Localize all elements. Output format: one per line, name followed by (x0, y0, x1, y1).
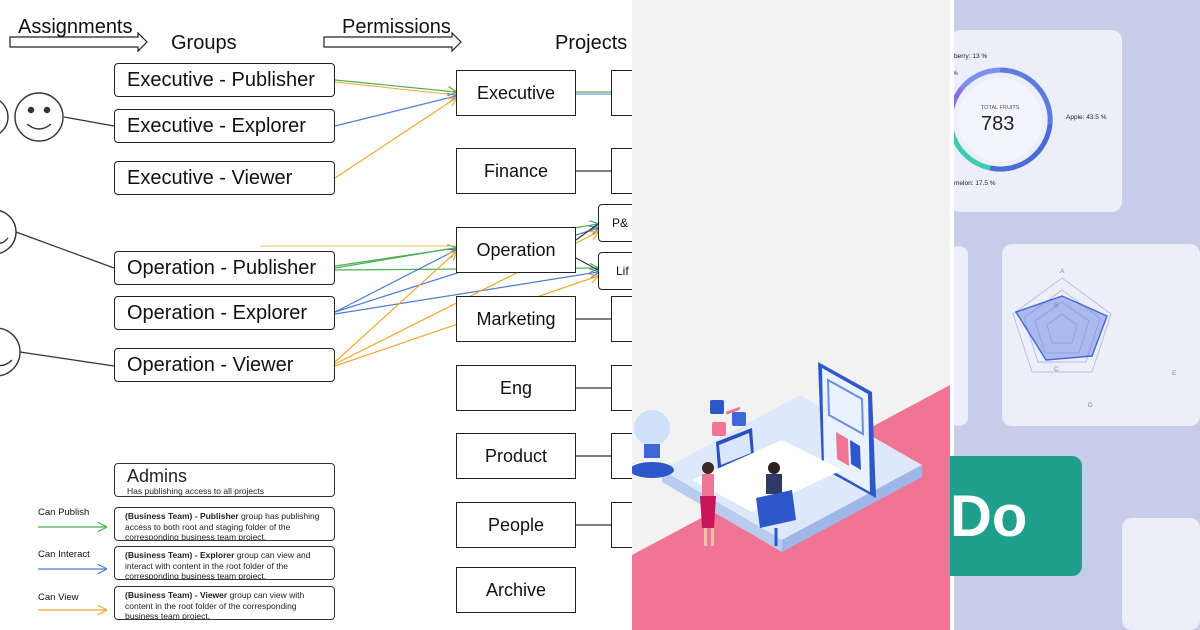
radar-axis-label: A (1060, 268, 1065, 275)
explorer-description: (Business Team) - Explorer group can vie… (114, 546, 335, 580)
groups-header: Groups (171, 32, 237, 54)
left-card (950, 246, 968, 426)
radar-axis-label: C (1054, 366, 1059, 373)
donut-center-label: TOTAL FRUITS (981, 105, 1020, 111)
phone-icon (818, 362, 876, 498)
publisher-description: (Business Team) - Publisher group has pu… (114, 507, 335, 541)
bottom-card (1122, 518, 1200, 630)
project-box: Operation (456, 227, 576, 273)
project-box: Archive (456, 567, 576, 613)
assignments-header: Assignments (18, 16, 133, 38)
group-box: Operation - Viewer (114, 348, 335, 382)
group-box: Executive - Publisher (114, 63, 335, 97)
project-box: Product (456, 433, 576, 479)
donut-label: melon: 17.5 % (954, 180, 996, 187)
legend-interact: Can Interact (38, 549, 90, 560)
permissions-header: Permissions (342, 16, 451, 38)
donut-center-value: 783 (981, 113, 1015, 135)
permissions-arrow (323, 31, 462, 53)
group-box: Operation - Publisher (114, 251, 335, 285)
lightbulb-icon (632, 410, 674, 478)
project-box: Executive (456, 70, 576, 116)
donut-label: % (952, 70, 958, 77)
radar-axis-label: B (1054, 302, 1059, 309)
radar-axis-label: E (1172, 370, 1177, 377)
user-face-icon (0, 327, 21, 377)
user-face-icon (0, 100, 9, 134)
donut-label: berry: 13 % (954, 53, 988, 60)
group-box: Operation - Explorer (114, 296, 335, 330)
user-face-icon (0, 210, 17, 254)
workspace-illustration (632, 362, 950, 630)
projects-header: Projects (555, 32, 628, 54)
subproject-box (611, 433, 632, 479)
user-face-icon (14, 92, 64, 142)
radar-axis-label: D (1088, 402, 1093, 409)
subproject-box: P& (598, 204, 632, 242)
todo-card: Do (950, 456, 1082, 576)
donut-label: Apple: 43.5 % (1066, 114, 1107, 121)
woman-figure (700, 462, 716, 546)
bracket-icon (712, 422, 726, 436)
viewer-description: (Business Team) - Viewer group can view … (114, 586, 335, 620)
subproject-box (611, 148, 632, 194)
man-figure (756, 462, 796, 546)
project-box: Eng (456, 365, 576, 411)
legend-publish: Can Publish (38, 507, 90, 518)
gear-icon (732, 412, 746, 426)
permissions-diagram: Assignments Groups Permissions Projects … (0, 16, 632, 620)
subproject-box (611, 502, 632, 548)
project-box: People (456, 502, 576, 548)
group-box: Executive - Viewer (114, 161, 335, 195)
admins-title: Admins (127, 466, 188, 486)
admins-desc: Has publishing access to all projects (127, 486, 265, 496)
dashboard-graphics (950, 67, 1112, 373)
radar-chart (1012, 277, 1112, 373)
admins-box: Admins Has publishing access to all proj… (114, 463, 335, 497)
subproject-box (611, 296, 632, 342)
assignments-arrow (9, 31, 148, 53)
subproject-box: Lif (598, 252, 632, 290)
subproject-box (611, 365, 632, 411)
group-box: Executive - Explorer (114, 109, 335, 143)
subproject-box (611, 70, 632, 116)
project-box: Finance (456, 148, 576, 194)
isometric-illustration (632, 0, 950, 630)
radar-card (1002, 244, 1200, 426)
panel-divider (950, 0, 954, 630)
project-box: Marketing (456, 296, 576, 342)
code-icon (710, 400, 724, 414)
legend-view: Can View (38, 592, 79, 603)
